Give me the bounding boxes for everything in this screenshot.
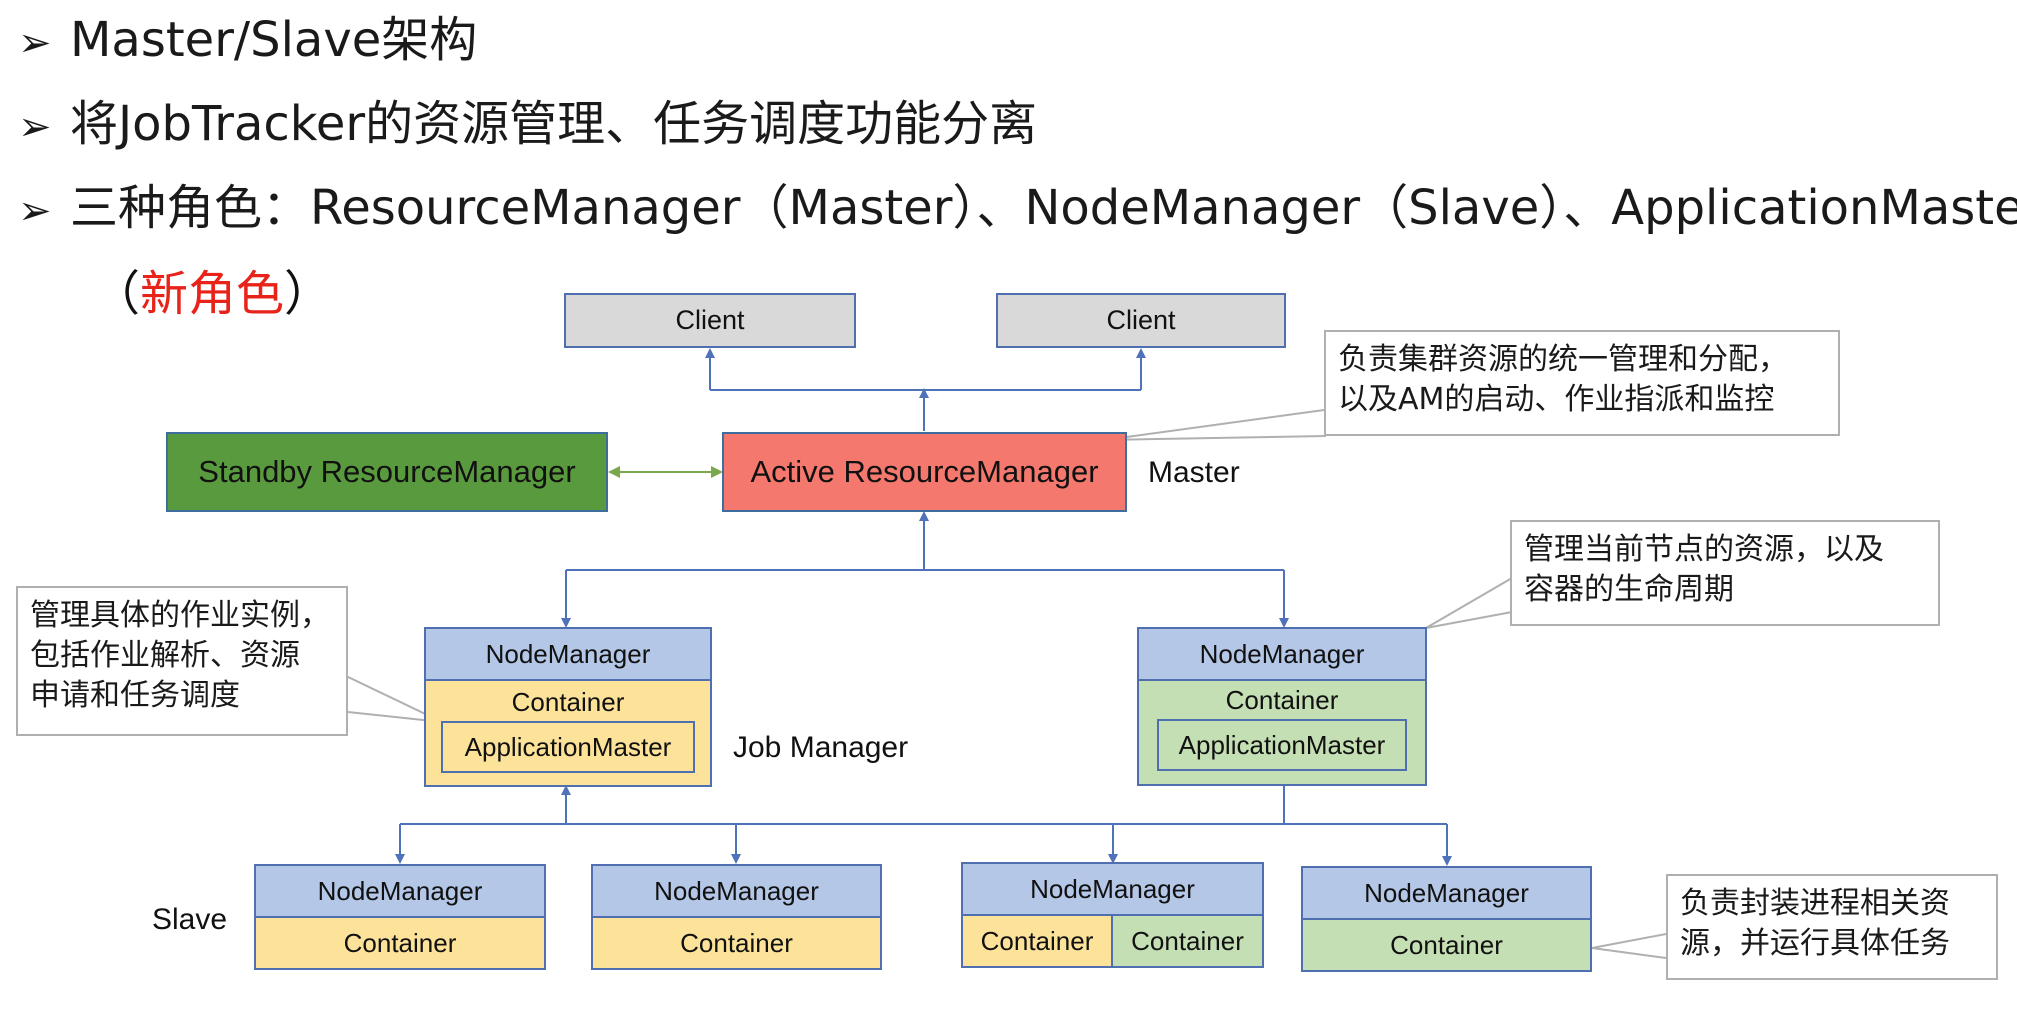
slave-2-nodemanager: NodeManager <box>591 864 882 918</box>
new-role-highlight: 新角色 <box>140 266 285 322</box>
slave-2-container: Container <box>591 916 882 970</box>
slave-4-nodemanager: NodeManager <box>1301 866 1592 920</box>
slave-1-container: Container <box>254 916 546 970</box>
slave-3-container-1: Container <box>961 914 1113 968</box>
client-box-1: Client <box>564 293 856 348</box>
jm-right-nodemanager: NodeManager <box>1137 627 1427 681</box>
callout-applicationmaster: 管理具体的作业实例， 包括作业解析、资源 申请和任务调度 <box>16 586 348 736</box>
bullet-2-text: 将JobTracker的资源管理、任务调度功能分离 <box>70 96 1038 152</box>
client-box-2: Client <box>996 293 1286 348</box>
bullet-3-text: 三种角色：ResourceManager（Master）、NodeManager… <box>70 180 2017 236</box>
slave-1-nodemanager: NodeManager <box>254 864 546 918</box>
bullet-1: ➢ Master/Slave架构 <box>18 10 477 73</box>
jm-left-applicationmaster: ApplicationMaster <box>441 721 695 773</box>
arrow-bullet-icon: ➢ <box>18 20 52 66</box>
callout-container-pointer <box>1591 933 1667 959</box>
jm-left-container-label: Container <box>511 686 625 717</box>
slave-3-container-2: Container <box>1111 914 1264 968</box>
jm-right-container-label: Container <box>1225 684 1339 715</box>
callout-resourcemanager: 负责集群资源的统一管理和分配， 以及AM的启动、作业指派和监控 <box>1324 330 1840 436</box>
bullet-1-text: Master/Slave架构 <box>70 12 478 68</box>
callout-container: 负责封装进程相关资 源，并运行具体任务 <box>1666 874 1998 980</box>
standby-resourcemanager: Standby ResourceManager <box>166 432 608 512</box>
job-manager-label: Job Manager <box>733 731 909 764</box>
callout-nm-pointer <box>1425 577 1513 629</box>
arrow-bullet-icon: ➢ <box>18 188 52 234</box>
arrow-bullet-icon: ➢ <box>18 104 52 150</box>
callout-nodemanager: 管理当前节点的资源，以及 容器的生命周期 <box>1510 520 1940 626</box>
active-resourcemanager: Active ResourceManager <box>722 432 1127 512</box>
jm-left-nodemanager: NodeManager <box>424 627 712 681</box>
bullet-3: ➢ 三种角色：ResourceManager（Master）、NodeManage… <box>18 178 2017 241</box>
master-label: Master <box>1148 456 1240 489</box>
callout-rm-pointer <box>1104 409 1327 441</box>
slave-3-nodemanager: NodeManager <box>961 862 1264 916</box>
bullet-3-continuation: （新角色） <box>92 266 333 322</box>
jm-right-applicationmaster: ApplicationMaster <box>1157 719 1407 771</box>
slave-label: Slave <box>152 903 228 936</box>
bullet-2: ➢ 将JobTracker的资源管理、任务调度功能分离 <box>18 94 1037 157</box>
slave-4-container: Container <box>1301 918 1592 972</box>
